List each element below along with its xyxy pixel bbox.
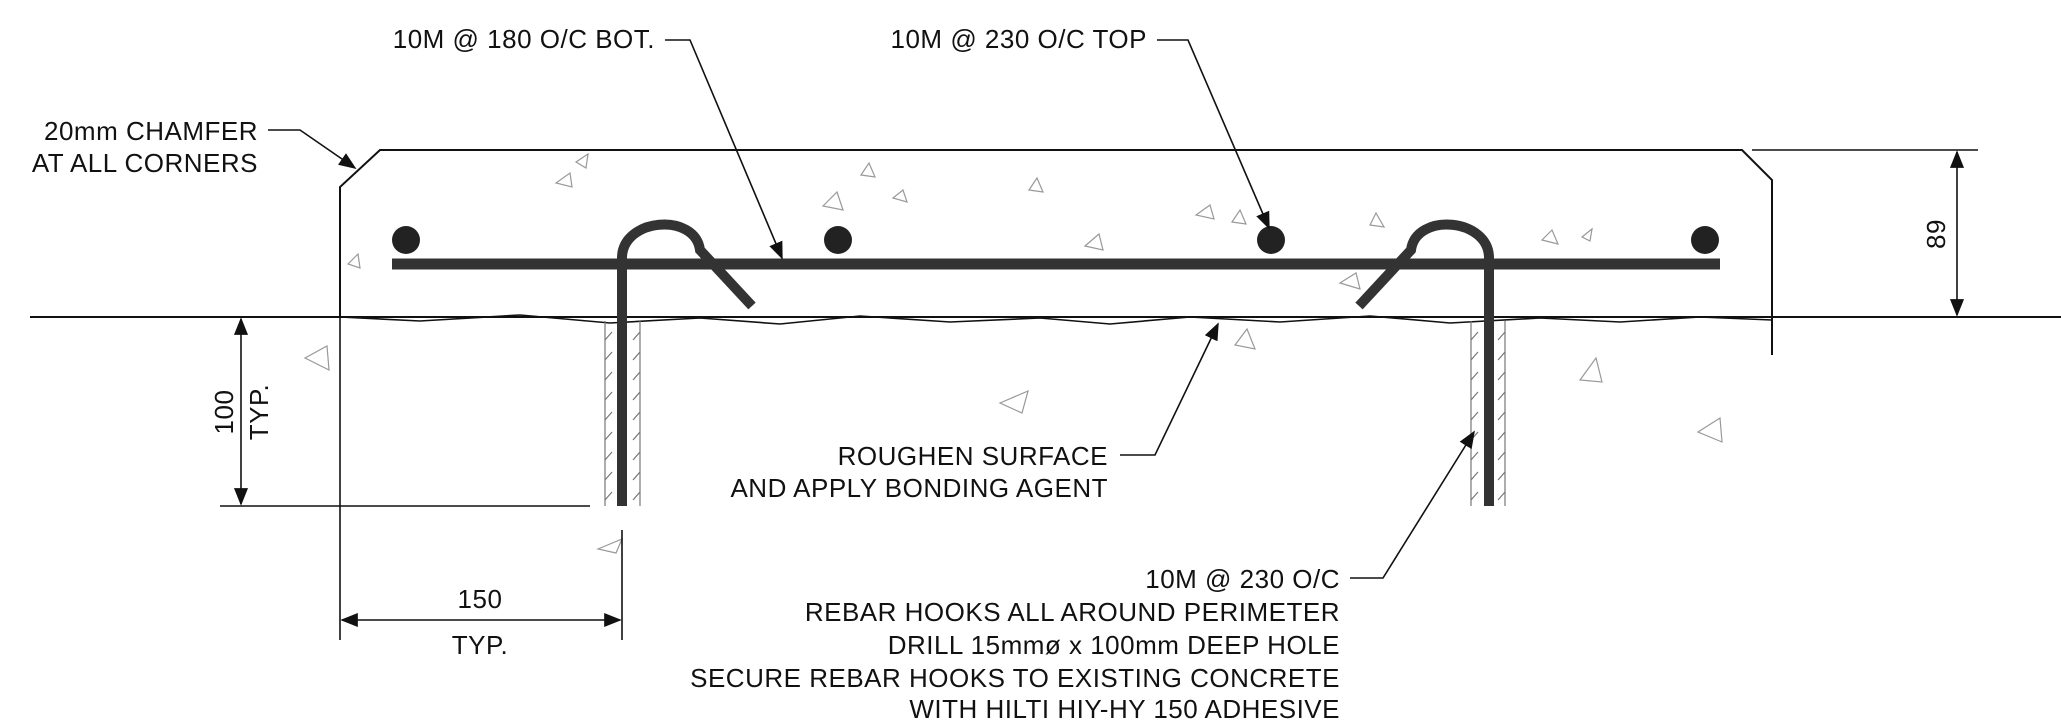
note-bottom-bars: 10M @ 180 O/C BOT. [393, 24, 655, 54]
drilled-hole-left [604, 321, 641, 506]
note-hooks-2: REBAR HOOKS ALL AROUND PERIMETER [805, 597, 1340, 627]
drilled-hole-right [1470, 321, 1506, 506]
leader-roughen [1120, 322, 1219, 456]
topping-slab-outline [339, 149, 1773, 355]
leader-bottom-bars [665, 39, 783, 260]
dim-embed-depth-value: 100 [209, 390, 239, 435]
concrete-aggregate-symbols [303, 152, 1723, 554]
note-chamfer-1: 20mm CHAMFER [44, 116, 258, 146]
dim-edge-distance: 150 TYP. [339, 317, 623, 660]
note-hooks-1: 10M @ 230 O/C [1145, 564, 1340, 594]
note-top-bars: 10M @ 230 O/C TOP [891, 24, 1147, 54]
leader-top-bars [1157, 39, 1270, 230]
dim-embed-depth-typ: TYP. [244, 384, 274, 440]
dim-thickness: 89 [1752, 149, 1978, 318]
dim-thickness-value: 89 [1921, 219, 1951, 249]
note-hooks-3: DRILL 15mmø x 100mm DEEP HOLE [888, 630, 1340, 660]
roughened-interface [339, 314, 1773, 325]
rebar-hook-left [617, 219, 756, 506]
dim-edge-distance-typ: TYP. [452, 630, 508, 660]
leader-hooks [1350, 430, 1475, 579]
note-roughen-2: AND APPLY BONDING AGENT [730, 473, 1108, 503]
dim-embed-depth: 100 TYP. [209, 317, 590, 507]
rebar-hook-right [1355, 219, 1494, 506]
rebar-dot [392, 226, 420, 254]
leader-chamfer [268, 129, 357, 170]
rebar-dot [1257, 226, 1285, 254]
note-roughen-1: ROUGHEN SURFACE [838, 441, 1108, 471]
rebar-dot [824, 226, 852, 254]
rebar-dot [1691, 226, 1719, 254]
bottom-bar-dots [392, 226, 1719, 254]
dim-edge-distance-value: 150 [458, 584, 503, 614]
note-hooks-5: WITH HILTI HIY-HY 150 ADHESIVE [909, 694, 1340, 724]
note-hooks-4: SECURE REBAR HOOKS TO EXISTING CONCRETE [690, 663, 1340, 693]
note-chamfer-2: AT ALL CORNERS [32, 148, 258, 178]
